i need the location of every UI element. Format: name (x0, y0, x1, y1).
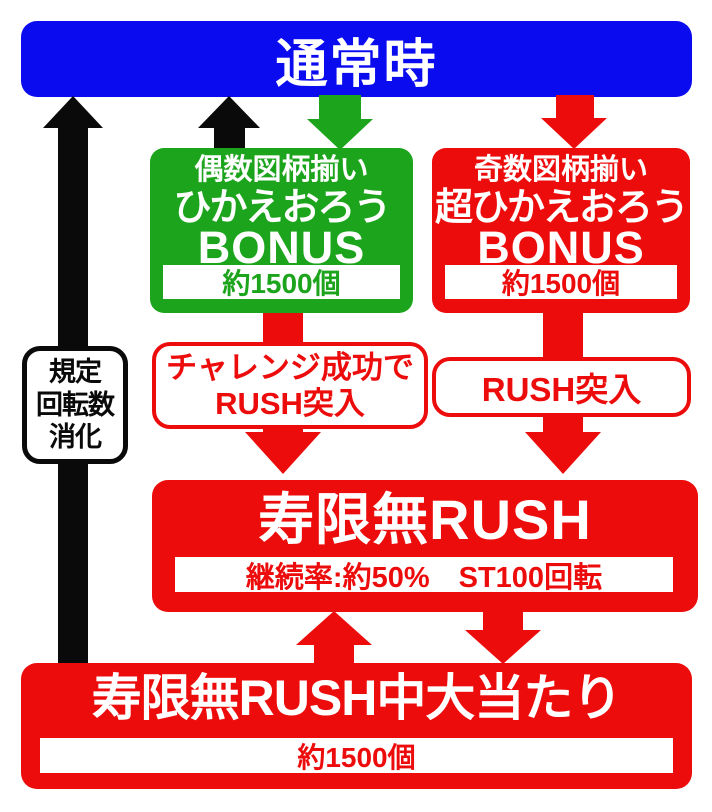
challenge-note-box: チャレンジ成功で RUSH突入 (152, 342, 428, 429)
green-down-arrow-head-icon (307, 119, 373, 150)
even-bonus-box: 偶数図柄揃い ひかえおろう BONUS 約1500個 (150, 148, 413, 313)
challenge-note-line1: チャレンジ成功で (166, 349, 414, 385)
red-up-arrow-shaft-icon (314, 644, 354, 664)
red-bottom-down-arrow-head-icon (465, 630, 541, 664)
normal-state-label: 通常時 (275, 35, 438, 94)
even-bonus-subtitle: 偶数図柄揃い (194, 154, 369, 186)
even-bonus-name2: BONUS (197, 221, 366, 273)
red-mid-left-arrow-head-icon (245, 432, 321, 474)
odd-bonus-payout: 約1500個 (445, 265, 677, 299)
spin-counter-label: 規定 回転数 消化 (22, 346, 128, 464)
odd-bonus-subtitle: 奇数図柄揃い (473, 154, 648, 186)
rush-entry-note-box: RUSH突入 (432, 357, 691, 417)
black-up-arrow-short-head-icon (198, 96, 260, 128)
normal-state-banner: 通常時 (21, 21, 692, 97)
red-up-arrow-head-icon (296, 611, 372, 645)
even-bonus-name: ひかえおろう (173, 186, 391, 229)
red-down-arrow-shaft-icon (556, 95, 594, 120)
odd-bonus-name2: BONUS (477, 221, 645, 273)
even-bonus-payout: 約1500個 (163, 265, 400, 299)
odd-bonus-box: 奇数図柄揃い 超ひかえおろう BONUS 約1500個 (432, 148, 690, 313)
black-up-arrow-short-shaft-icon (214, 126, 245, 150)
spin-counter-line: 規定 (49, 356, 102, 387)
rush-entry-label: RUSH突入 (481, 371, 642, 408)
red-down-arrow-head-icon (541, 118, 607, 149)
rush-jackpot-payout: 約1500個 (40, 738, 673, 773)
black-up-arrow-head-icon (43, 96, 103, 128)
jugemu-rush-box: 寿限無RUSH 継続率:約50% ST100回転 (152, 480, 698, 612)
jugemu-rush-stats: 継続率:約50% ST100回転 (175, 557, 673, 594)
odd-bonus-name: 超ひかえおろう (434, 186, 689, 229)
green-down-arrow-shaft-icon (319, 95, 361, 121)
jugemu-rush-title: 寿限無RUSH (258, 488, 592, 551)
spin-counter-line: 回転数 (36, 389, 115, 420)
rush-jackpot-box: 寿限無RUSH中大当たり 約1500個 (21, 663, 692, 789)
red-mid-right-arrow-head-icon (525, 432, 601, 474)
challenge-note-line2: RUSH突入 (215, 385, 365, 421)
red-bottom-down-arrow-shaft-icon (483, 611, 523, 632)
spin-counter-line: 消化 (49, 422, 102, 453)
rush-jackpot-title: 寿限無RUSH中大当たり (91, 670, 623, 726)
